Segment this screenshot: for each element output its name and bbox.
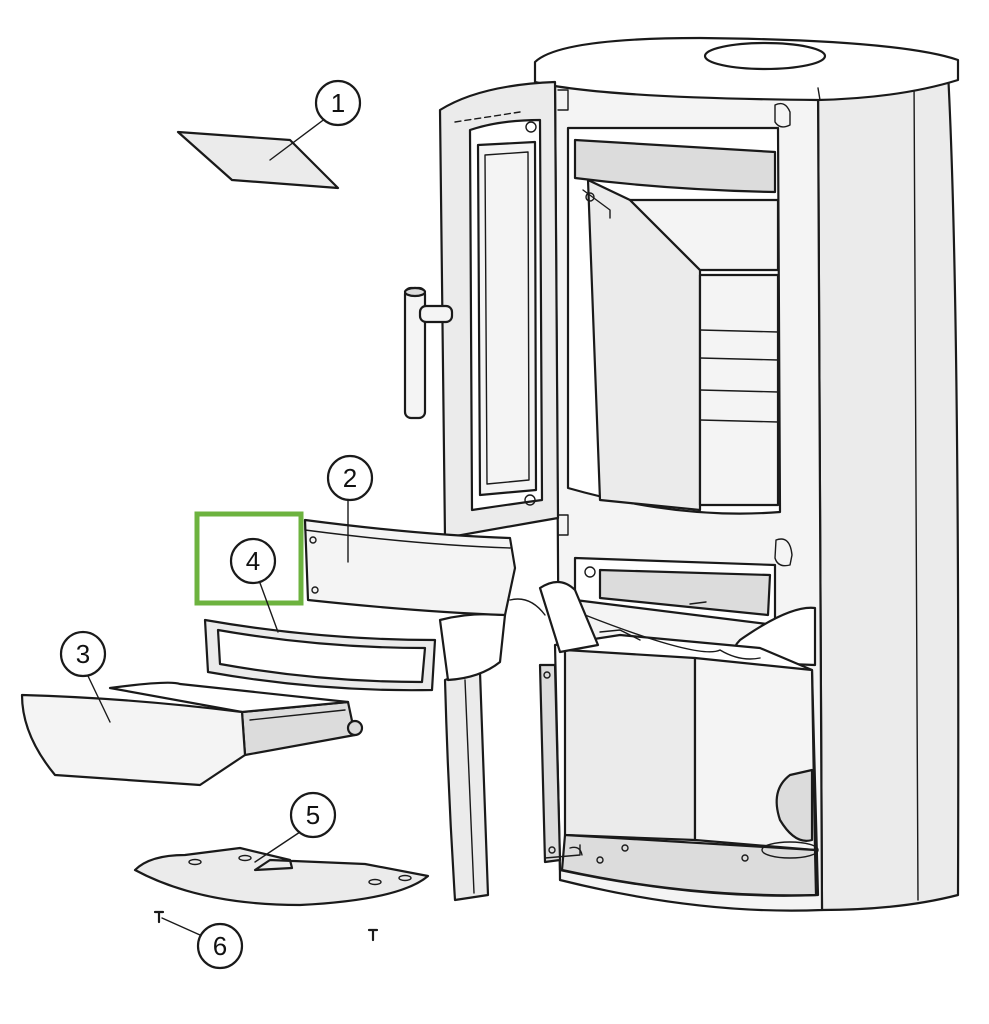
callout-label: 2 (343, 463, 357, 493)
part-5-bottom-plate (133, 846, 430, 907)
part-1-top-plate (176, 130, 340, 190)
part-4-frame (203, 618, 437, 692)
part-6-screws (153, 910, 379, 942)
callout-4: 4 (229, 537, 279, 633)
callout-label: 3 (76, 639, 90, 669)
callout-label: 4 (246, 546, 260, 576)
part-3-ash-drawer (20, 681, 364, 787)
upper-door (438, 80, 569, 540)
callout-label: 5 (306, 800, 320, 830)
door-handle (403, 286, 454, 420)
highlight-box (194, 511, 304, 606)
callout-label: 6 (213, 931, 227, 961)
callout-6: 6 (161, 917, 244, 970)
hinge-bracket (438, 580, 600, 682)
callout-label: 1 (331, 88, 345, 118)
part-2-front-panel (303, 518, 517, 617)
callout-5: 5 (254, 791, 337, 863)
stove-body (533, 36, 960, 912)
callout-2: 2 (326, 454, 374, 563)
callout-1: 1 (269, 79, 362, 161)
callout-3: 3 (59, 630, 111, 723)
